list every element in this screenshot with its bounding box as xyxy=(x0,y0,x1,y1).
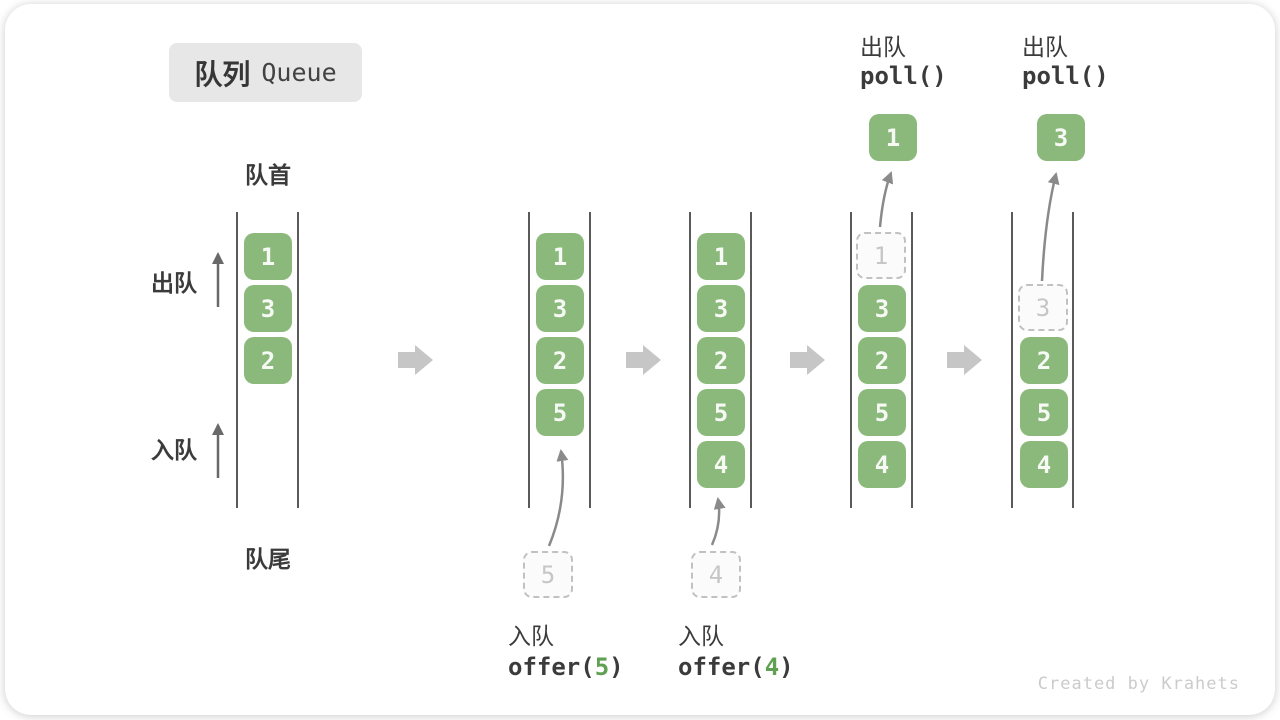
channel-wall xyxy=(589,212,591,508)
queue-item: 3 xyxy=(536,285,584,332)
code-post: ) xyxy=(779,653,794,681)
channel-wall xyxy=(689,212,691,508)
incoming-item-ghost: 4 xyxy=(691,551,741,598)
removed-item-ghost: 3 xyxy=(1018,284,1068,331)
channel-wall xyxy=(750,212,752,508)
queue-item: 3 xyxy=(858,285,906,332)
enqueue4-code: offer(4) xyxy=(678,653,794,681)
channel-wall xyxy=(850,212,852,508)
queue-item: 5 xyxy=(697,389,745,436)
code-arg: 5 xyxy=(594,653,610,681)
channel-wall xyxy=(1011,212,1013,508)
channel-wall xyxy=(528,212,530,508)
label-enqueue-left: 入队 xyxy=(151,437,197,463)
queue-item: 5 xyxy=(858,389,906,436)
enqueue5-code: offer(5) xyxy=(508,653,624,681)
title-badge: 队列 Queue xyxy=(169,43,362,102)
channel-wall xyxy=(236,212,238,508)
queue-item: 4 xyxy=(697,441,745,488)
dequeue3-label: 出队 xyxy=(1022,34,1068,60)
dequeued-item: 3 xyxy=(1037,114,1085,161)
channel-wall xyxy=(911,212,913,508)
queue-item: 1 xyxy=(244,233,292,280)
label-queue-front: 队首 xyxy=(245,162,291,188)
code-arg: 4 xyxy=(764,653,780,681)
queue-item: 2 xyxy=(858,337,906,384)
dequeue1-code: poll() xyxy=(860,62,947,90)
queue-item: 2 xyxy=(536,337,584,384)
credit-text: Created by Krahets xyxy=(1037,674,1240,694)
dequeued-item: 1 xyxy=(869,114,917,161)
code-pre: offer( xyxy=(678,653,765,681)
queue-item: 5 xyxy=(536,389,584,436)
queue-item: 1 xyxy=(536,233,584,280)
diagram-card xyxy=(5,4,1275,715)
enqueue5-label: 入队 xyxy=(508,623,554,649)
queue-item: 2 xyxy=(697,337,745,384)
title-en: Queue xyxy=(261,58,337,87)
code-post: ) xyxy=(609,653,624,681)
queue-item: 2 xyxy=(244,337,292,384)
queue-item: 3 xyxy=(697,285,745,332)
label-queue-rear: 队尾 xyxy=(245,546,291,572)
incoming-item-ghost: 5 xyxy=(523,551,573,598)
queue-item: 2 xyxy=(1020,337,1068,384)
queue-item: 4 xyxy=(1020,441,1068,488)
queue-item: 4 xyxy=(858,441,906,488)
dequeue1-label: 出队 xyxy=(860,34,906,60)
title-zh: 队列 xyxy=(194,58,251,90)
code-pre: offer( xyxy=(508,653,595,681)
channel-wall xyxy=(297,212,299,508)
enqueue4-label: 入队 xyxy=(678,623,724,649)
queue-item: 1 xyxy=(697,233,745,280)
channel-wall xyxy=(1072,212,1074,508)
dequeue3-code: poll() xyxy=(1022,62,1109,90)
label-dequeue-left: 出队 xyxy=(151,270,197,296)
removed-item-ghost: 1 xyxy=(856,232,906,279)
queue-item: 5 xyxy=(1020,389,1068,436)
queue-item: 3 xyxy=(244,285,292,332)
